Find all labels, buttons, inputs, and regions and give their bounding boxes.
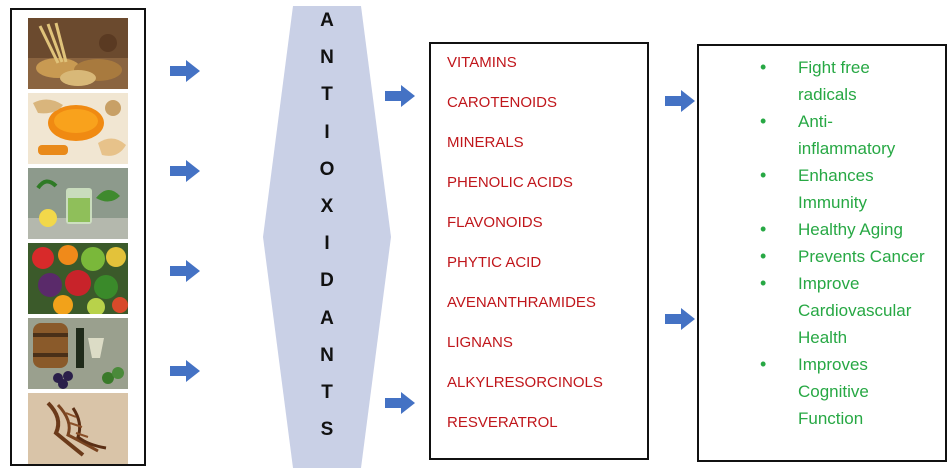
seaweed-image (28, 393, 128, 464)
arrow-right-icon (170, 260, 200, 282)
spices-grains-image (28, 18, 128, 89)
arrow-right-icon (170, 160, 200, 182)
benefit-text-line: Enhances (798, 166, 874, 185)
benefit-text-line: Improves (798, 355, 868, 374)
benefit-text-line: Fight free (798, 58, 870, 77)
benefit-text-line: Cardiovascular (798, 301, 912, 320)
compound-item: LIGNANS (447, 334, 513, 351)
antioxidant-compounds-box: VITAMINS CAROTENOIDS MINERALS PHENOLIC ACID… (429, 42, 649, 460)
benefit-text-line: Prevents Cancer (798, 247, 925, 266)
fruits-vegetables-image (28, 243, 128, 314)
benefit-text-line: Function (798, 409, 864, 428)
arrow-right-icon (170, 60, 200, 82)
benefit-text-line: radicals (798, 85, 857, 104)
compound-item: CAROTENOIDS (447, 94, 558, 111)
hexagon-letter: I (324, 121, 330, 143)
bullet-icon: • (760, 57, 767, 77)
bullet-icon: • (760, 354, 767, 374)
hexagon-letter: O (319, 158, 335, 180)
compound-item: AVENANTHRAMIDES (447, 294, 596, 311)
food-images-panel (10, 8, 146, 466)
hexagon-letter: D (320, 270, 334, 292)
benefit-item: • Prevents Cancer (699, 243, 945, 270)
herbal-tea-image (28, 168, 128, 239)
benefit-text-line: Cognitive (798, 382, 869, 401)
hexagon-letter: X (320, 196, 334, 217)
hexagon-letter: A (320, 307, 334, 329)
hexagon-letter: S (320, 419, 334, 441)
arrow-right-icon (170, 360, 200, 382)
compound-item: RESVERATROL (447, 414, 558, 431)
antioxidants-hexagon (263, 6, 391, 468)
bullet-icon: • (760, 111, 767, 131)
bullet-icon: • (760, 246, 767, 266)
compound-item: PHYTIC ACID (447, 254, 542, 271)
hexagon-letter: T (321, 84, 333, 106)
health-benefits-box: • Fight free radicals • Anti-inflammatory • En… (697, 44, 947, 462)
arrow-right-icon (665, 308, 695, 330)
benefit-text-line: Improve (798, 274, 860, 293)
arrow-right-icon (385, 392, 415, 414)
bullet-icon: • (760, 219, 767, 239)
hexagon-letter: I (324, 233, 330, 255)
compound-item: MINERALS (447, 134, 524, 151)
bullet-icon: • (760, 165, 767, 185)
benefit-text-line: Immunity (798, 193, 867, 212)
turmeric-ginger-image (28, 93, 128, 164)
compound-item: ALKYLRESORCINOLS (447, 374, 603, 391)
wine-grapes-image (28, 318, 128, 389)
hexagon-letter: N (320, 47, 334, 69)
benefit-item: • Fight free radicals (699, 54, 945, 108)
benefit-item: • Healthy Aging (699, 216, 945, 243)
benefit-item: • Anti-inflammatory (699, 108, 945, 162)
hexagon-letter: A (320, 10, 334, 31)
benefit-text-line: inflammatory (798, 139, 896, 158)
arrow-right-icon (665, 90, 695, 112)
compound-item: FLAVONOIDS (447, 214, 543, 231)
hexagon-letter: T (321, 382, 333, 403)
benefit-text-line: Anti- (798, 112, 833, 131)
benefit-text-line: Healthy Aging (798, 220, 903, 239)
arrow-right-icon (385, 85, 415, 107)
benefit-text-line: Health (798, 328, 848, 347)
compound-item: PHENOLIC ACIDS (447, 174, 573, 191)
hexagon-letter: N (320, 344, 334, 366)
compound-item: VITAMINS (447, 54, 517, 71)
bullet-icon: • (760, 273, 767, 293)
